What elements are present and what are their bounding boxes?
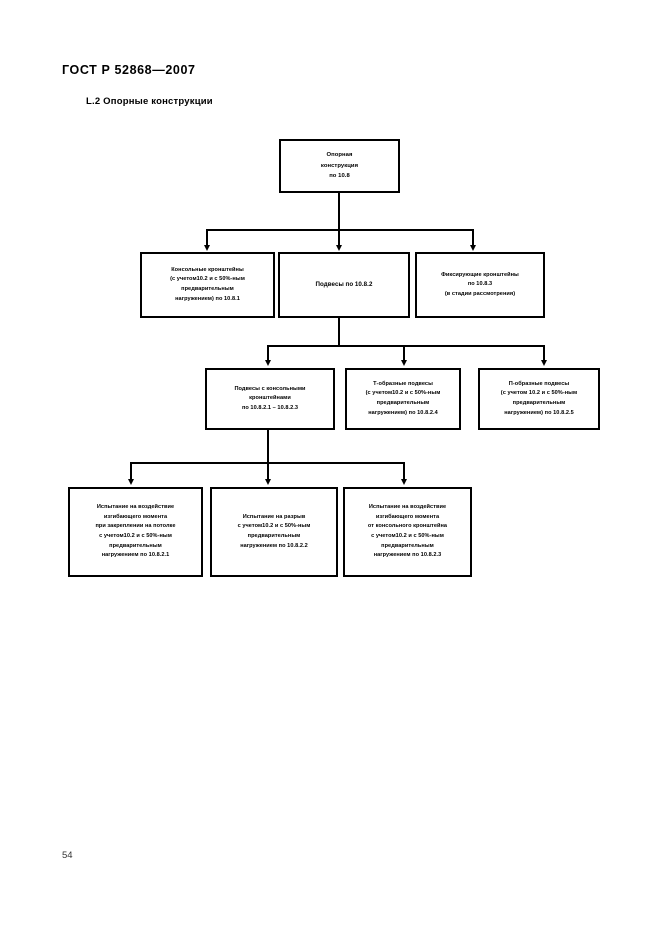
node-t-obraznye-podvesy[interactable]: Т-образные подвесы (с учетом10.2 и с 50%…	[345, 368, 461, 430]
node-label: Опорная конструкция по 10.8	[320, 151, 359, 180]
connector-root-drop-right	[472, 229, 474, 246]
node-label: Фиксирующие кронштейны по 10.8.3 (в стад…	[441, 271, 519, 297]
arrowhead-to-l4-right	[400, 479, 407, 485]
connector-l3left-stem	[267, 430, 269, 463]
connector-root-drop-left	[206, 229, 208, 246]
node-label: П-образные подвесы (с учетом 10.2 и с 50…	[500, 380, 578, 416]
node-opornaya-konstrukciya[interactable]: Опорная конструкция по 10.8	[279, 139, 400, 193]
arrowhead-to-l2-left	[203, 245, 210, 251]
arrowhead-to-l2-mid	[335, 245, 342, 251]
connector-l2mid-drop-mid	[403, 345, 405, 361]
node-konsolnye-kronshteyny[interactable]: Консольные кронштейны (с учетом10.2 и с …	[140, 252, 275, 318]
arrowhead-to-l3-mid	[400, 360, 407, 366]
node-ispytanie-izgibayushchiy-moment-potolok[interactable]: Испытание на воздействие изгибающего мом…	[68, 487, 203, 577]
node-label: Испытание на воздействие изгибающего мом…	[367, 504, 448, 559]
connector-l2mid-drop-right	[543, 345, 545, 361]
arrowhead-to-l4-mid	[264, 479, 271, 485]
node-podvesy-s-konsolnymi-kronshteynami[interactable]: Подвесы с консольными кронштейнами по 10…	[205, 368, 335, 430]
connector-root-bus	[206, 229, 474, 231]
node-ispytanie-na-razryv[interactable]: Испытание на разрыв с учетом10.2 и с 50%…	[210, 487, 338, 577]
arrowhead-to-l3-left	[264, 360, 271, 366]
arrowhead-to-l3-right	[540, 360, 547, 366]
connector-l3left-drop-right	[403, 462, 405, 480]
node-fiksiruyushchie-kronshteyny[interactable]: Фиксирующие кронштейны по 10.8.3 (в стад…	[415, 252, 545, 318]
section-title: L.2 Опорные конструкции	[86, 96, 213, 107]
arrowhead-to-l4-left	[127, 479, 134, 485]
connector-l2mid-bus	[267, 345, 545, 347]
node-label: Испытание на разрыв с учетом10.2 и с 50%…	[237, 513, 311, 549]
page-number: 54	[62, 850, 73, 861]
node-p-obraznye-podvesy[interactable]: П-образные подвесы (с учетом 10.2 и с 50…	[478, 368, 600, 430]
connector-l2mid-stem	[338, 318, 340, 346]
connector-l3left-drop-mid	[267, 462, 269, 480]
node-label: Подвесы с консольными кронштейнами по 10…	[234, 385, 306, 411]
node-label: Т-образные подвесы (с учетом10.2 и с 50%…	[365, 380, 441, 416]
connector-root-stem	[338, 192, 340, 230]
node-label: Испытание на воздействие изгибающего мом…	[95, 504, 176, 559]
arrowhead-to-l2-right	[469, 245, 476, 251]
node-ispytanie-izgibayushchiy-moment-kronshteyn[interactable]: Испытание на воздействие изгибающего мом…	[343, 487, 472, 577]
node-label: Подвесы по 10.8.2	[315, 280, 373, 288]
connector-root-drop-mid	[338, 229, 340, 246]
connector-l2mid-drop-left	[267, 345, 269, 361]
node-label: Консольные кронштейны (с учетом10.2 и с …	[170, 266, 245, 302]
standard-header: ГОСТ Р 52868—2007	[62, 63, 196, 77]
connector-l3left-drop-left	[130, 462, 132, 480]
node-podvesy[interactable]: Подвесы по 10.8.2	[278, 252, 410, 318]
